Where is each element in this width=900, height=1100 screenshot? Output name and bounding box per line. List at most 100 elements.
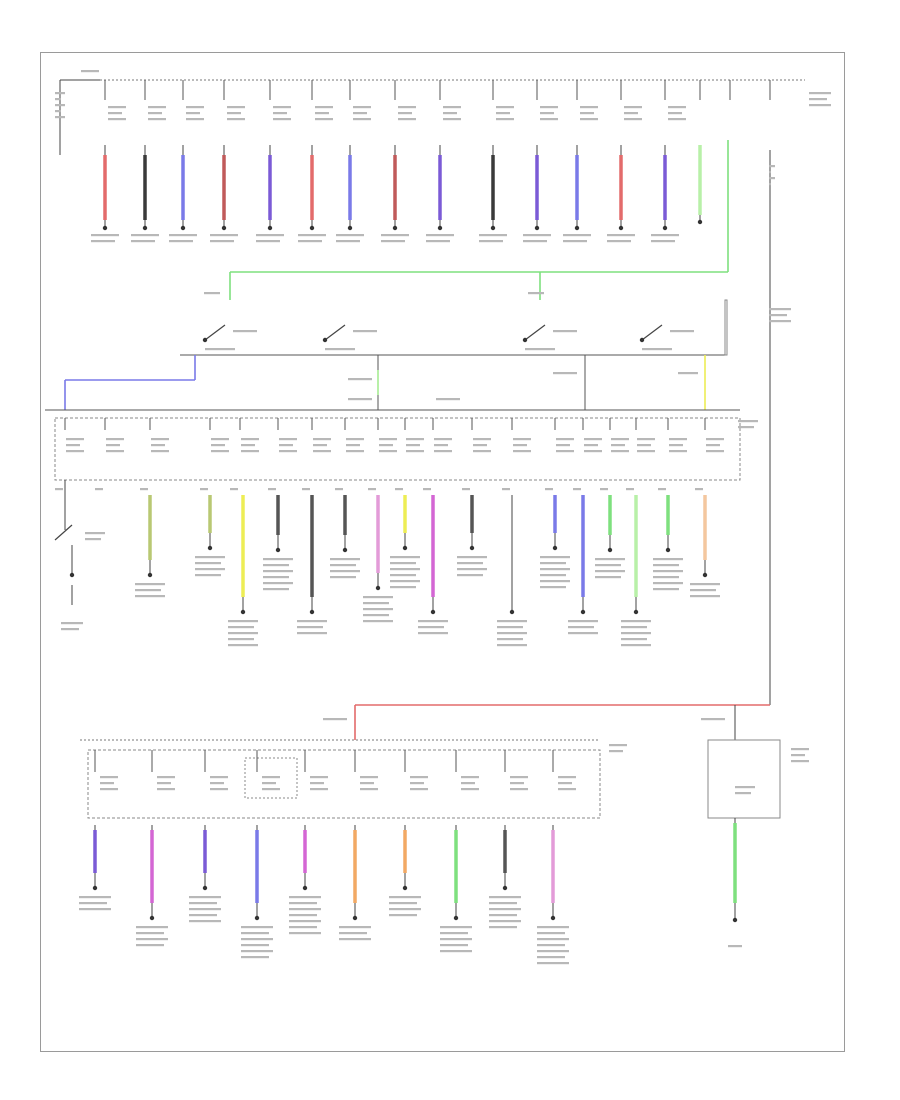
mid-drop-3-load-label-3 (228, 638, 254, 641)
mid-drop-1-load-label-1 (135, 589, 161, 592)
mid-circuit-16-fuse-label-1 (611, 444, 625, 447)
lower-drop-4-end (254, 915, 260, 921)
battery-label-2 (55, 104, 65, 107)
wire-10-end (490, 225, 496, 231)
lower-drop-4-fuse-label-2 (262, 788, 280, 791)
wire-3-fuse-label-0 (186, 106, 204, 109)
wire-7-fuse-label-2 (353, 118, 371, 121)
wire-13-fuse-label-0 (624, 106, 642, 109)
switch-1-pos-label-0 (205, 348, 235, 351)
main-feed-label-1 (769, 171, 771, 174)
headlamp-wire-end (102, 225, 108, 231)
wire-2-load-label-0 (131, 234, 159, 237)
mid-label-1-0 (348, 378, 372, 381)
mid-drop-13-end (580, 609, 586, 615)
mid-drop-5-load-label-1 (297, 626, 323, 629)
mid-drop-4-load-label-5 (263, 588, 289, 591)
lower-drop-2-load-label-1 (136, 932, 164, 935)
mid-circuit-16-fuse-label-2 (611, 450, 629, 453)
main-feed-label-0 (769, 165, 775, 168)
mid-circuit-10-fuse-label-0 (406, 438, 424, 441)
lower-drop-5-load-label-2 (289, 908, 321, 911)
mid-drop-8-load-label-2 (390, 568, 420, 571)
wire-9-fuse-label-1 (443, 112, 457, 115)
wire-10-fuse-label-0 (496, 106, 514, 109)
lower-drop-7-fuse-label-0 (410, 776, 428, 779)
mid-drop-17-load-label-1 (690, 589, 716, 592)
battery-label-3 (55, 110, 61, 113)
lower-drop-4-fuse-label-0 (262, 776, 280, 779)
lower-drop-5-load-label-6 (289, 932, 321, 935)
mid-circuit-4-fuse-label-1 (211, 444, 225, 447)
ign-label-right-0 (528, 292, 544, 295)
wire-10-fuse-label-1 (496, 112, 510, 115)
lower-drop-4-load-label-3 (241, 944, 269, 947)
battery-label-0 (55, 92, 65, 95)
mid-circuit-13-fuse-label-0 (513, 438, 531, 441)
mid-circuit-13-pin-label-0 (502, 488, 510, 491)
wire-5-fuse-label-1 (273, 112, 287, 115)
mid-circuit-2-fuse-label-1 (106, 444, 120, 447)
lower-drop-3-fuse-label-0 (210, 776, 228, 779)
wire-5-fuse-label-0 (273, 106, 291, 109)
wire-14-fuse-label-2 (668, 118, 686, 121)
lower-drop-1-fuse-label-2 (100, 788, 118, 791)
mid-drop-6-load-label-2 (330, 570, 360, 573)
mid-drop-8-load-label-3 (390, 574, 416, 577)
left-branch-switch-label-1 (85, 538, 101, 541)
wire-2-end (142, 225, 148, 231)
mid-circuit-14-fuse-label-0 (556, 438, 574, 441)
mid-drop-1-load-label-0 (135, 583, 165, 586)
lower-drop-9-load-label-0 (489, 896, 521, 899)
lower-drop-8-end (453, 915, 459, 921)
switch-1-label-0 (233, 330, 257, 333)
mid-drop-16-load-label-4 (653, 582, 683, 585)
wire-9-load-label-1 (426, 240, 450, 243)
mid-circuit-5-pin-label-0 (230, 488, 238, 491)
mid-circuit-18-pin-label-0 (658, 488, 666, 491)
lower-drop-7-end (402, 885, 408, 891)
lower-drop-4-load-label-2 (241, 938, 273, 941)
mid-drop-5-load-label-0 (297, 620, 327, 623)
mid-circuit-10-pin-label-0 (395, 488, 403, 491)
mid-circuit-10-fuse-label-1 (406, 444, 420, 447)
mid-circuit-8-fuse-label-0 (346, 438, 364, 441)
mid-drop-8-load-label-4 (390, 580, 420, 583)
mid-drop-11-load-label-1 (497, 626, 523, 629)
mid-circuit-15-fuse-label-2 (584, 450, 602, 453)
mid-fuse-block-label-0 (738, 420, 758, 423)
mid-drop-15-load-label-1 (621, 626, 647, 629)
mid-circuit-10-fuse-label-2 (406, 450, 424, 453)
mid-label-2-0 (348, 398, 372, 401)
mid-drop-7-load-label-2 (363, 608, 393, 611)
lower-drop-1-load-label-0 (79, 896, 111, 899)
wire-3-fuse-label-2 (186, 118, 204, 121)
ignition-switch-label-2 (769, 320, 791, 323)
lower-drop-7-fuse-label-1 (410, 782, 424, 785)
lower-drop-2-end (149, 915, 155, 921)
mid-drop-3-load-label-2 (228, 632, 258, 635)
mid-fuse-block-label-1 (738, 426, 754, 429)
mid-circuit-9-pin-label-0 (368, 488, 376, 491)
wire-5-load-label-1 (256, 240, 280, 243)
wire-11-load-label-0 (523, 234, 551, 237)
lower-drop-6-load-label-1 (339, 932, 367, 935)
mid-drop-14-load-label-1 (595, 564, 621, 567)
mid-circuit-4-fuse-label-0 (211, 438, 229, 441)
wire-6-fuse-label-0 (315, 106, 333, 109)
headlamp-wire-load-label-0 (91, 234, 119, 237)
mid-drop-10-load-label-1 (457, 562, 483, 565)
mid-label-5-0 (678, 372, 698, 375)
wire-12-end (574, 225, 580, 231)
lower-drop-3-load-label-3 (189, 914, 217, 917)
mid-circuit-6-fuse-label-0 (279, 438, 297, 441)
mid-circuit-6-fuse-label-2 (279, 450, 297, 453)
lower-drop-6-fuse-label-1 (360, 782, 374, 785)
headlamp-wire-fuse-label-2 (108, 118, 126, 121)
wire-8-load-label-1 (381, 240, 405, 243)
mid-circuit-3-fuse-label-1 (151, 444, 165, 447)
engine-fuse-box (707, 739, 781, 819)
mid-drop-6-load-label-3 (330, 576, 356, 579)
lower-drop-8-load-label-2 (440, 938, 472, 941)
lower-drop-1-load-label-2 (79, 908, 111, 911)
